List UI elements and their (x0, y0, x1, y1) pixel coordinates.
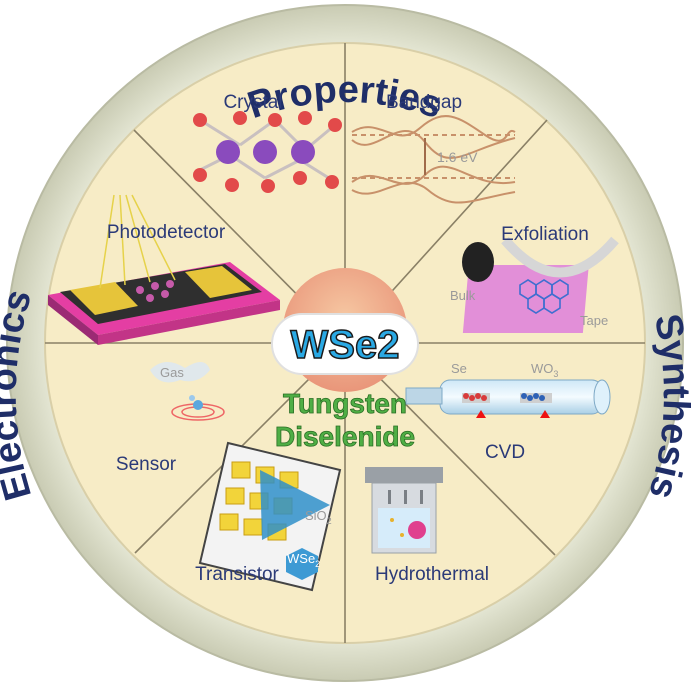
label-crystal: Crystal (223, 92, 282, 113)
label-cvd: CVD (485, 442, 525, 463)
label-photodetector: Photodetector (107, 222, 226, 243)
label-cvd-wo3: WO3 (531, 361, 558, 379)
label-transistor: Transistor (195, 564, 279, 585)
hydrothermal-illustration (365, 467, 443, 554)
label-sensor: Sensor (116, 454, 177, 475)
bandgap-illustration (351, 115, 516, 204)
center-name-line2: Diselenide (275, 421, 415, 452)
label-bulk: Bulk (450, 288, 476, 303)
sensor-illustration (150, 361, 225, 421)
label-cvd-se: Se (451, 361, 467, 376)
center-hub (271, 268, 419, 392)
crystal-illustration (193, 111, 342, 193)
exfoliation-illustration (462, 236, 619, 333)
cvd-illustration (405, 379, 611, 418)
center-title: WSe2 (291, 323, 400, 367)
label-sio2: SiO2 (305, 508, 332, 526)
transistor-illustration (198, 441, 342, 592)
label-tape: Tape (580, 313, 608, 328)
label-exfoliation: Exfoliation (501, 224, 589, 245)
label-gas: Gas (160, 365, 184, 380)
center-name-line1: Tungsten (283, 388, 407, 419)
label-wse2-small: WSe2 (287, 551, 320, 569)
label-hydrothermal: Hydrothermal (375, 564, 489, 585)
label-bandgap-value: 1.6 eV (437, 149, 478, 165)
label-bandgap: Bandgap (386, 92, 462, 113)
photodetector-illustration (48, 194, 280, 345)
